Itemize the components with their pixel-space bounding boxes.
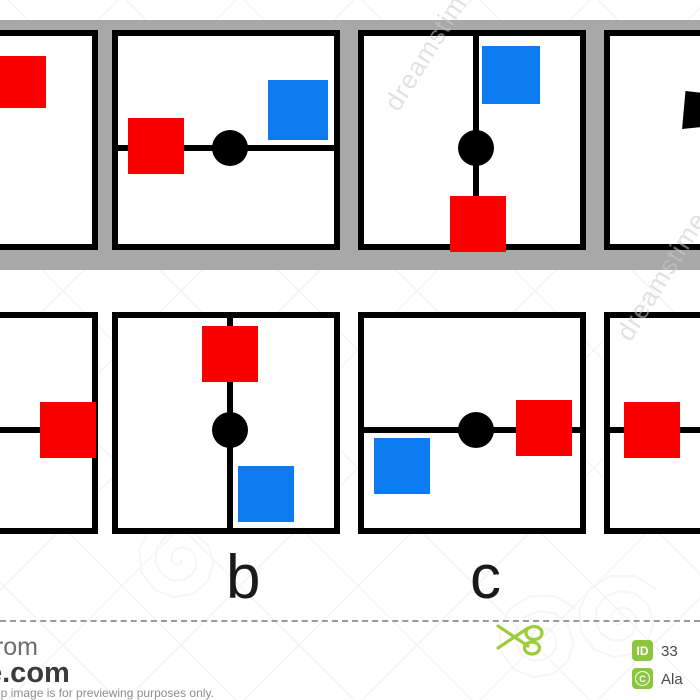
red-square[interactable]: [128, 118, 184, 174]
diagram-panel[interactable]: [358, 30, 586, 252]
row-background-band: [0, 20, 700, 270]
center-pivot-dot[interactable]: [458, 412, 494, 448]
footer-dashed-divider: [0, 620, 700, 622]
badge-value: 33: [661, 643, 678, 660]
panel-caption-c: c: [470, 543, 501, 612]
footer-site-label[interactable]: e.com: [0, 657, 70, 689]
center-pivot-dot[interactable]: [458, 130, 494, 166]
footer-from-label: from: [0, 633, 38, 661]
blue-square[interactable]: [374, 438, 430, 494]
footer-disclaimer: np image is for previewing purposes only…: [0, 686, 214, 700]
center-pivot-dot[interactable]: [212, 412, 248, 448]
black-wedge-shape: [682, 91, 700, 129]
blue-square[interactable]: [238, 466, 294, 522]
badge-value: Ala: [661, 671, 683, 688]
diagram-panel[interactable]: [0, 30, 98, 250]
blue-square[interactable]: [268, 80, 328, 140]
diagram-panel[interactable]: [112, 30, 340, 250]
red-square[interactable]: [202, 326, 258, 382]
copyright-badge-icon: C: [632, 668, 653, 689]
red-square[interactable]: [450, 196, 506, 252]
panel-caption-b: b: [226, 543, 261, 612]
scissors-icon: [496, 624, 544, 656]
red-square[interactable]: [624, 402, 680, 458]
red-square[interactable]: [0, 56, 46, 108]
diagram-panel[interactable]: [604, 30, 700, 250]
center-pivot-dot[interactable]: [212, 130, 248, 166]
red-square[interactable]: [40, 402, 96, 458]
id-badge-icon: ID: [632, 640, 653, 661]
red-square[interactable]: [516, 400, 572, 456]
diagram-panel[interactable]: [0, 312, 98, 534]
diagram-panel[interactable]: [358, 312, 586, 534]
diagram-panel[interactable]: [112, 312, 340, 534]
blue-square[interactable]: [482, 46, 540, 104]
diagram-panel[interactable]: [604, 312, 700, 534]
